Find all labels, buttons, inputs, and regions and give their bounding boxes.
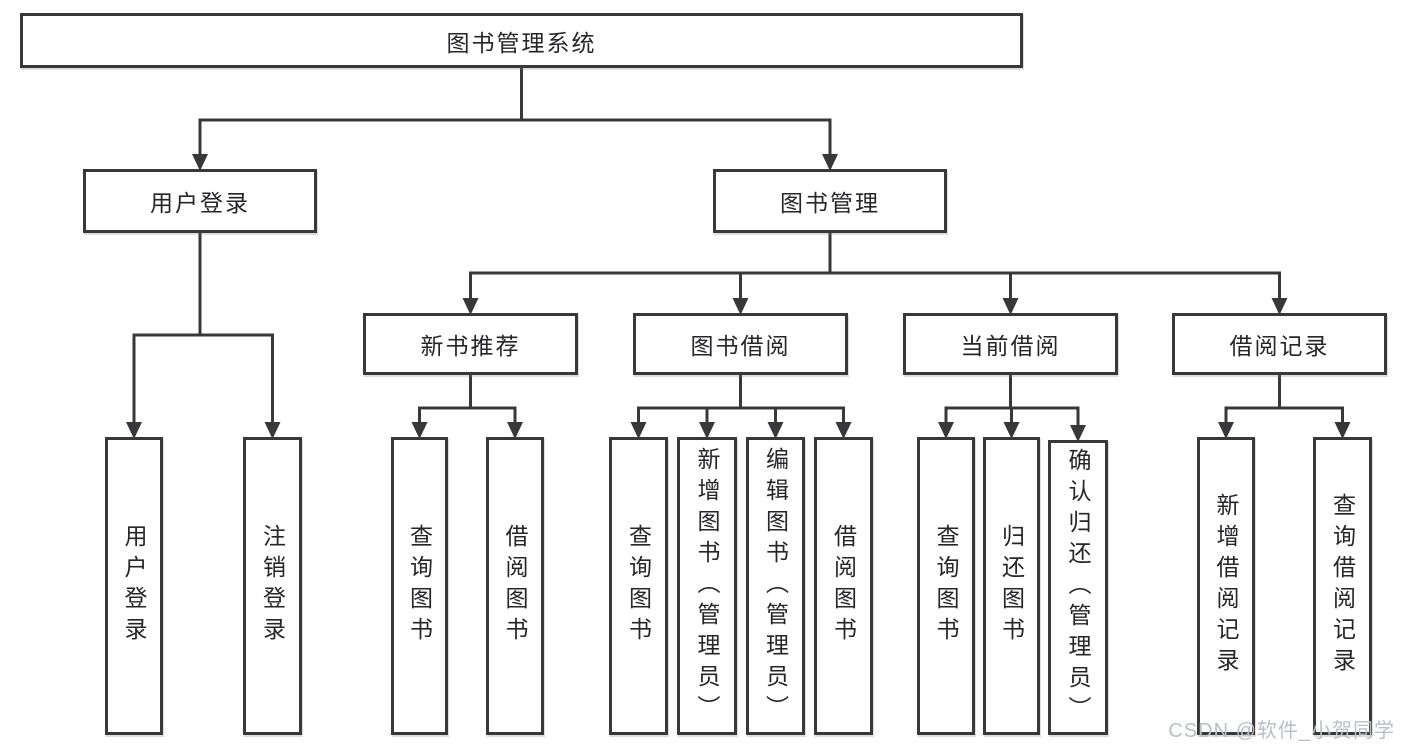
node-current-borrowing: 当前借阅: [903, 313, 1118, 375]
node-logout: 注销登录: [243, 437, 302, 735]
node-bb-edit-books: 编辑图书（管理员）: [746, 437, 805, 735]
watermark: CSDN @软件_小贺同学: [1168, 720, 1395, 742]
node-book-borrowing: 图书借阅: [633, 313, 848, 375]
node-bb-add-books: 新增图书（管理员）: [677, 437, 737, 735]
node-bb-borrow-books: 借阅图书: [814, 437, 873, 735]
node-user-login: 用户登录: [83, 169, 317, 233]
node-new-book-recommend: 新书推荐: [363, 313, 578, 375]
node-login: 用户登录: [105, 437, 163, 735]
node-root: 图书管理系统: [20, 13, 1023, 68]
node-cb-return-books: 归还图书: [983, 437, 1040, 735]
node-cb-confirm-return: 确认归还（管理员）: [1048, 440, 1108, 735]
node-book-management: 图书管理: [713, 169, 947, 233]
node-br-query-record: 查询借阅记录: [1313, 437, 1372, 735]
node-br-add-record: 新增借阅记录: [1197, 437, 1255, 735]
node-bb-query-books: 查询图书: [609, 437, 668, 735]
node-nbr-query-books: 查询图书: [391, 437, 448, 735]
node-borrowing-records: 借阅记录: [1172, 313, 1387, 375]
node-cb-query-books: 查询图书: [917, 437, 975, 735]
node-nbr-borrow-books: 借阅图书: [486, 437, 544, 735]
